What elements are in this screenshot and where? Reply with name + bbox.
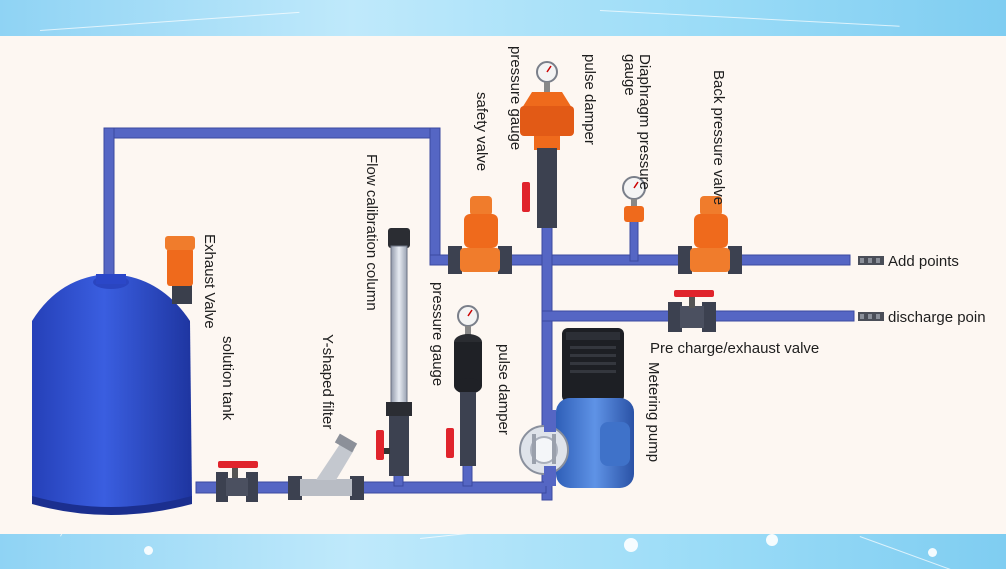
dosing-system-diagram [32, 61, 884, 515]
suction-ball-valve [216, 461, 258, 502]
pipe-gauge-branch [629, 220, 639, 262]
bottom-decorative-band [0, 534, 1006, 569]
bottom-pulse-damper-label: pulse damper [495, 344, 512, 435]
add-points-label: Add points [888, 253, 959, 270]
light-streak [859, 536, 973, 569]
back-pressure-valve-label: Back pressure valve [710, 70, 727, 206]
exhaust-valve-label: Exhaust Valve [201, 234, 218, 329]
top-decorative-band [0, 0, 1006, 36]
diaphragm-pressure-gauge-label: Diaphragm pressure gauge [621, 54, 653, 190]
light-streak [420, 534, 659, 539]
safety-valve [448, 196, 512, 274]
top-pulse-damper-assembly [520, 61, 574, 228]
light-streak [40, 11, 300, 31]
flow-calibration-column-label: Flow calibration column [363, 154, 380, 311]
back-pressure-valve [678, 196, 742, 274]
safety-valve-label: safety valve [473, 92, 490, 172]
solution-tank-label: solution tank [219, 336, 236, 421]
y-shaped-filter-label: Y-shaped filter [319, 334, 336, 430]
pipe-top-horizontal [103, 127, 441, 139]
diagram-panel: Back pressure valve Diaphragm pressure g… [0, 36, 1006, 534]
solution-tank [32, 274, 192, 515]
exhaust-valve [165, 236, 195, 304]
pipe-add-line [429, 254, 851, 266]
discharge-points-arrow-icon [858, 312, 884, 321]
flow-calibration-column [376, 228, 412, 476]
diaphragm-pressure-gauge [622, 176, 646, 222]
light-streak [60, 534, 121, 537]
pre-charge-exhaust-valve-label: Pre charge/exhaust valve [650, 340, 820, 357]
metering-pump-label: Metering pump [645, 362, 662, 463]
pipe-bottom-suction [195, 481, 547, 494]
glow-dot [624, 538, 638, 552]
glow-dot [766, 534, 778, 546]
top-pressure-gauge-label: pressure gauge [507, 46, 524, 151]
pipe-top-right-down [429, 127, 441, 263]
glow-dot [928, 548, 937, 557]
light-streak [599, 10, 900, 27]
pre-charge-exhaust-valve [668, 290, 716, 332]
glow-dot [144, 546, 153, 555]
bottom-pressure-gauge-label: pressure gauge [429, 282, 446, 387]
top-pulse-damper-label: pulse damper [581, 54, 598, 145]
metering-pump [519, 328, 634, 488]
y-shaped-filter [288, 433, 364, 500]
pipe-tank-riser [103, 127, 115, 279]
bottom-pulse-damper-assembly [446, 305, 482, 466]
add-points-arrow-icon [858, 256, 884, 265]
discharge-points-label: discharge poin [888, 309, 986, 326]
